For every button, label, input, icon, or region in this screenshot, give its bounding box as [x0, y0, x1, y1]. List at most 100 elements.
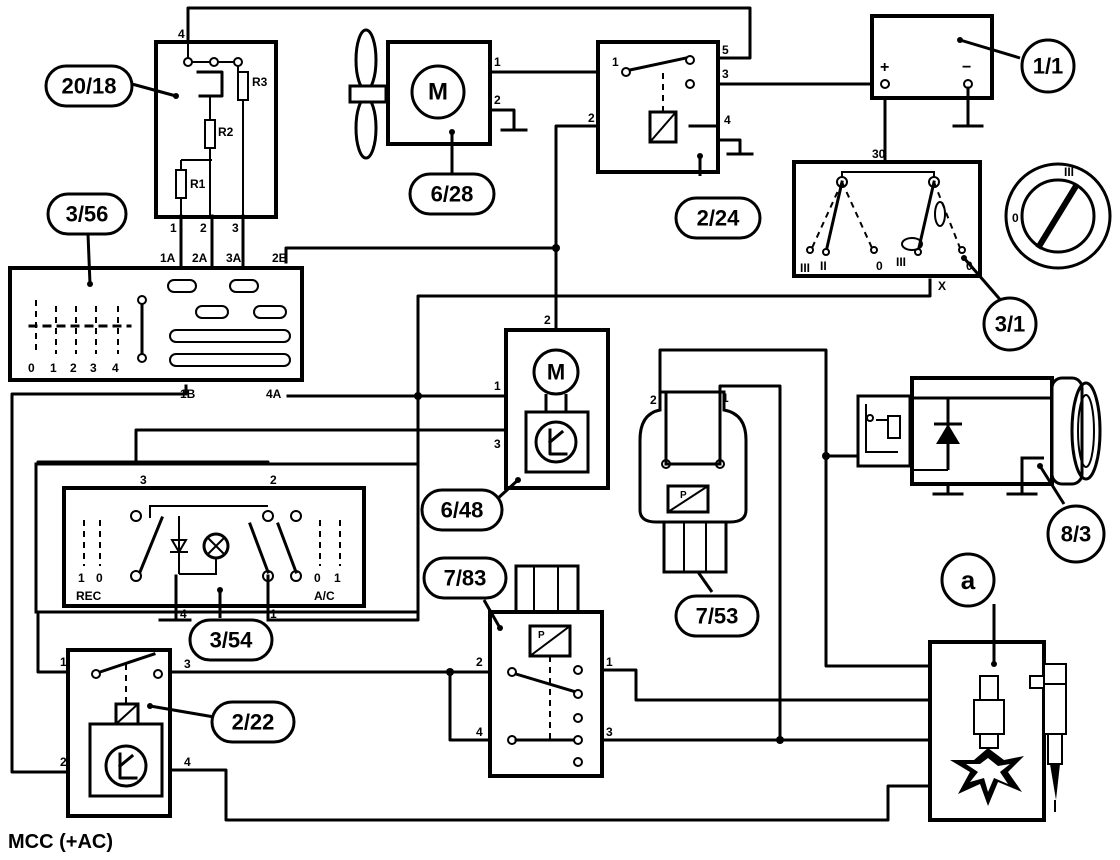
svg-text:7/83: 7/83: [444, 566, 487, 591]
battery-1-1: + −: [870, 14, 1021, 128]
svg-text:3/1: 3/1: [995, 312, 1026, 337]
pin-label: 3: [606, 725, 613, 739]
pin-label: 1: [78, 571, 85, 585]
label-3-56: 3/56: [46, 192, 128, 287]
pin-label: 0: [28, 361, 35, 375]
wiper-switch-3-1: 30 III II 0 III 0 X: [792, 147, 1006, 305]
pin-label: 1: [170, 221, 177, 235]
pin-label: 2: [200, 221, 207, 235]
svg-text:6/28: 6/28: [431, 182, 474, 207]
pin-label: 0: [876, 259, 883, 273]
pin-label: 0: [314, 571, 321, 585]
svg-text:3/56: 3/56: [66, 202, 109, 227]
pin-label: 1: [612, 55, 619, 69]
pin-label: 4: [112, 361, 119, 375]
pin-label: 4: [184, 755, 191, 769]
pin-label: 2: [588, 111, 595, 125]
ac-switch-panel-3-54: 1 0 0 1 REC A/C 3 2 4 1: [34, 462, 420, 622]
pressure-switch-7-83: P 2 1 4 3: [476, 564, 613, 778]
rec-label: REC: [76, 589, 102, 603]
fan-relay-2-24: 1 2 3 4 5: [588, 40, 754, 176]
svg-text:6/48: 6/48: [441, 498, 484, 523]
pin-label: 0: [1012, 211, 1019, 225]
generator-8-3: [856, 376, 1102, 505]
pin-label: X: [938, 279, 946, 293]
ac-label: A/C: [314, 589, 335, 603]
pin-label: 1B: [180, 387, 196, 401]
label-6-48: 6/48: [420, 488, 504, 532]
svg-text:7/53: 7/53: [696, 604, 739, 629]
pin-label: 30: [872, 147, 886, 161]
label-3-54: 3/54: [188, 618, 274, 662]
pin-label: 3: [494, 437, 501, 451]
pin-label: 4: [180, 607, 187, 621]
pin-label: 4: [178, 27, 185, 41]
svg-text:1/1: 1/1: [1033, 54, 1064, 79]
pin-label: 5: [722, 43, 729, 57]
battery-plus: +: [880, 59, 889, 76]
rotary-knob-icon: 0 III: [1004, 162, 1112, 270]
pin-label: 1A: [160, 251, 176, 265]
pin-label: 1: [722, 391, 729, 405]
pin-label: 1: [270, 607, 277, 621]
svg-text:8/3: 8/3: [1061, 522, 1092, 547]
pin-label: 3: [90, 361, 97, 375]
pressure-symbol: P: [538, 630, 545, 641]
pin-label: 3: [722, 67, 729, 81]
r3-label: R3: [252, 75, 268, 89]
label-7-53: 7/53: [674, 594, 760, 638]
label-3-1: 3/1: [982, 296, 1038, 352]
injector-icon: [1029, 663, 1067, 812]
pin-label: 3: [232, 221, 239, 235]
diagram-caption: MCC (+AC): [8, 831, 113, 853]
pin-label: 4: [476, 725, 483, 739]
pin-label: 1: [334, 571, 341, 585]
pin-label: 2A: [192, 251, 208, 265]
pin-label: 3A: [226, 251, 242, 265]
pin-label: III: [896, 255, 906, 269]
pressure-symbol: P: [680, 490, 687, 501]
motor-symbol: M: [547, 360, 565, 385]
battery-minus: −: [962, 59, 971, 76]
pin-label: 2: [494, 93, 501, 107]
pressure-sensor-7-53: P 2 1: [638, 378, 748, 593]
pin-label: 1: [494, 55, 501, 69]
svg-text:3/54: 3/54: [210, 628, 254, 653]
r2-label: R2: [218, 125, 234, 139]
svg-text:2/22: 2/22: [232, 710, 275, 735]
blower-motor-6-48: M 2 1 3: [494, 313, 610, 502]
fan-switch-3-56: 0 1 2 3 4 1A 2A 3A 2B 1B 4A: [8, 251, 304, 401]
pin-label: 3: [184, 657, 191, 671]
pin-label: 4A: [266, 387, 282, 401]
label-8-3: 8/3: [1046, 504, 1106, 564]
pin-label: 3: [140, 473, 147, 487]
pin-label: 0: [96, 571, 103, 585]
pin-label: III: [1064, 165, 1074, 179]
engine-component-a: [928, 604, 1067, 822]
resistor-pack-20-18: R3 R2 R1 4 1 2 3: [154, 27, 278, 312]
pin-label: 2: [650, 393, 657, 407]
pin-label: II: [820, 259, 827, 273]
label-6-28: 6/28: [408, 172, 496, 216]
label-7-83: 7/83: [422, 556, 508, 600]
label-a: a: [940, 552, 996, 608]
pin-label: 2: [70, 361, 77, 375]
reference-labels: 20/18 3/56 6/28 2/24 1/1 3/1 6/48: [44, 38, 1106, 744]
spark-plug-icon: [950, 675, 1024, 806]
pin-label: 1: [60, 655, 67, 669]
radiator-fan-6-28: M 1 2: [348, 28, 528, 176]
label-2-22: 2/22: [210, 700, 296, 744]
pin-label: 2: [476, 655, 483, 669]
svg-text:2/24: 2/24: [697, 206, 741, 231]
pin-label: III: [800, 261, 810, 275]
motor-symbol: M: [428, 79, 448, 106]
pin-label: 2: [60, 755, 67, 769]
pin-label: 2B: [272, 251, 288, 265]
pin-label: 1: [494, 379, 501, 393]
label-20-18: 20/18: [44, 64, 179, 108]
svg-text:a: a: [961, 565, 976, 595]
pin-label: 1: [606, 655, 613, 669]
label-2-24: 2/24: [674, 196, 762, 240]
pin-label: 4: [724, 113, 731, 127]
pin-label: 2: [270, 473, 277, 487]
